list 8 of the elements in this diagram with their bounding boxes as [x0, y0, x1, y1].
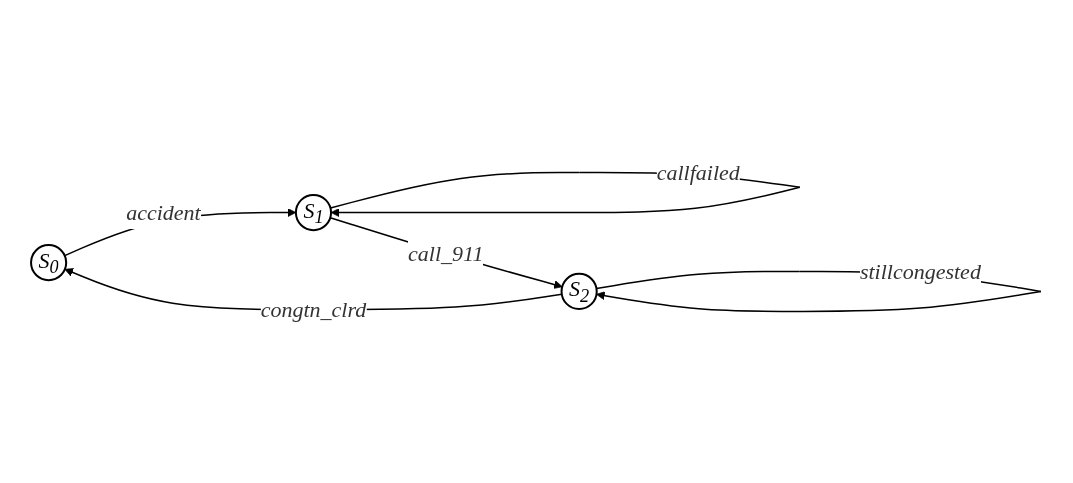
node-circle: S$_{0}$: [30, 244, 68, 282]
edge-label: congtn_clrd: [261, 297, 367, 323]
node-circle: S$_{1}$: [295, 194, 333, 232]
edge-label: accident: [126, 200, 202, 226]
node-circle: S$_{2}$: [561, 273, 599, 311]
edge-label: call_911: [408, 241, 484, 267]
edge-label: stillcongested: [860, 259, 982, 285]
edge-label: callfailed: [657, 160, 741, 186]
